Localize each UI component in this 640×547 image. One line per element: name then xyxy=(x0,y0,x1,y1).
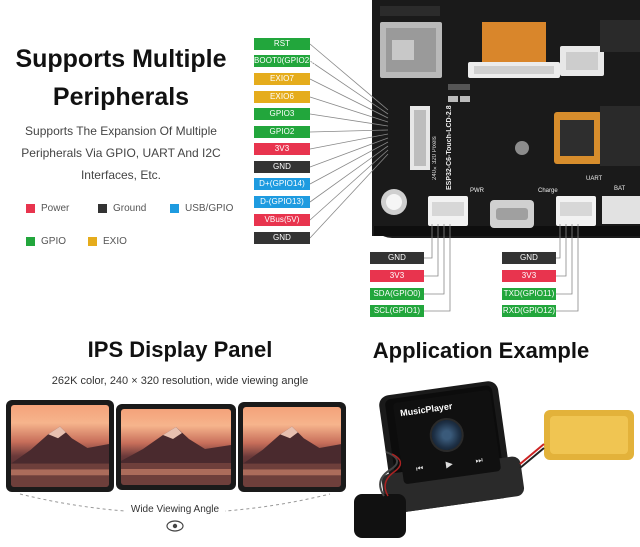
mountain-image xyxy=(11,426,109,487)
legend-ground: Ground xyxy=(98,203,146,214)
pin-left-4: GPIO3 xyxy=(254,108,310,120)
legend-label: Power xyxy=(41,203,70,214)
legend-gpio: GPIO xyxy=(26,236,66,247)
pin-i2c-0: GND xyxy=(370,252,424,264)
board-model-label: ESP32-C6-Touch-LCD-2.8 xyxy=(446,105,453,190)
pin-left-9: D-(GPIO13) xyxy=(254,196,310,208)
prev-icon[interactable]: ⏮ xyxy=(415,463,424,474)
app-title: Application Example xyxy=(372,338,590,363)
desc-line1: Supports The Expansion Of Multiple xyxy=(25,124,217,138)
desc-line2: Peripherals Via GPIO, UART And I2C xyxy=(21,146,221,160)
pin-left-10: VBus(5V) xyxy=(254,214,310,226)
ips-screen-right xyxy=(238,402,346,492)
pin-left-11: GND xyxy=(254,232,310,244)
screen-image xyxy=(11,405,109,487)
legend-swatch-exio xyxy=(88,237,97,246)
pin-uart-1: 3V3 xyxy=(502,270,556,282)
legend-swatch-power xyxy=(26,204,35,213)
player-title: MusicPlayer xyxy=(399,401,453,419)
legend-label: EXIO xyxy=(103,236,127,247)
pin-left-6: 3V3 xyxy=(254,143,310,155)
pin-i2c-1: 3V3 xyxy=(370,270,424,282)
pin-left-0: RST xyxy=(254,38,310,50)
legend-label: GPIO xyxy=(41,236,67,247)
pin-uart-0: GND xyxy=(502,252,556,264)
next-icon[interactable]: ⏭ xyxy=(474,455,484,466)
legend-swatch-ground xyxy=(98,204,107,213)
board-pwr-label: PWR xyxy=(470,188,484,194)
play-icon[interactable]: ▶ xyxy=(445,458,454,470)
screen-image xyxy=(121,409,231,485)
board-uart-label: UART xyxy=(586,176,603,182)
pin-left-8: D+(GPIO14) xyxy=(254,178,310,190)
legend-usb-gpio: USB/GPIO xyxy=(170,203,233,214)
pin-left-3: EXIO6 xyxy=(254,91,310,103)
board-illustration xyxy=(309,6,640,312)
pin-left-1: BOOT0(GPIO28) xyxy=(254,55,317,67)
eye-icon xyxy=(166,522,184,536)
legend-label: Ground xyxy=(113,203,147,214)
ips-subtitle: 262K color, 240 × 320 resolution, wide v… xyxy=(51,375,309,387)
legend-swatch-usb xyxy=(170,204,179,213)
ips-title: IPS Display Panel xyxy=(87,337,273,362)
board-charge-label: Charge xyxy=(538,188,558,194)
album-art xyxy=(427,415,466,455)
legend-power: Power xyxy=(26,203,69,214)
screen-image xyxy=(243,407,341,487)
board-pixels-label: 240×320 Pixels xyxy=(432,136,438,180)
pin-uart-2: TXD(GPIO11) xyxy=(502,288,556,300)
pin-left-2: EXIO7 xyxy=(254,73,310,85)
board-bat-label: BAT xyxy=(614,186,626,192)
mountain-image xyxy=(243,426,341,487)
music-player-screen: MusicPlayer ⏮ ▶ ⏭ xyxy=(392,389,502,485)
desc-line3: Interfaces, Etc. xyxy=(80,168,162,182)
heading-line2: Peripherals xyxy=(52,83,190,111)
pin-uart-3: RXD(GPIO12) xyxy=(502,305,556,317)
legend-label: USB/GPIO xyxy=(185,203,234,214)
pin-left-7: GND xyxy=(254,161,310,173)
viewing-angle-label: Wide Viewing Angle xyxy=(125,504,225,515)
heading-line1: Supports Multiple xyxy=(15,45,227,73)
pin-left-5: GPIO2 xyxy=(254,126,310,138)
ips-screen-center xyxy=(116,404,236,490)
legend-swatch-gpio xyxy=(26,237,35,246)
pin-i2c-3: SCL(GPIO1) xyxy=(370,305,424,317)
pin-i2c-2: SDA(GPIO0) xyxy=(370,288,424,300)
ips-screen-left xyxy=(6,400,114,492)
mountain-image xyxy=(121,427,231,485)
legend-exio: EXIO xyxy=(88,236,127,247)
